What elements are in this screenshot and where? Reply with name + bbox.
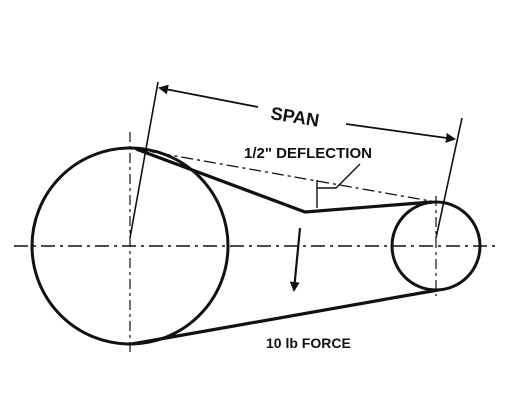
deflection-leader — [317, 163, 361, 189]
span-dimension-right — [345, 123, 456, 143]
belt-lower-span — [131, 288, 439, 346]
span-dimension-left — [158, 84, 259, 108]
span-extension-left — [129, 81, 159, 239]
force-label: 10 lb FORCE — [266, 335, 351, 351]
span-extension-right — [435, 117, 463, 239]
force-arrow — [289, 227, 302, 292]
span-label: SPAN — [269, 103, 320, 130]
undeflected-belt-line — [135, 148, 437, 203]
belt-upper-deflected — [135, 147, 433, 214]
deflection-label: 1/2" DEFLECTION — [244, 145, 372, 162]
